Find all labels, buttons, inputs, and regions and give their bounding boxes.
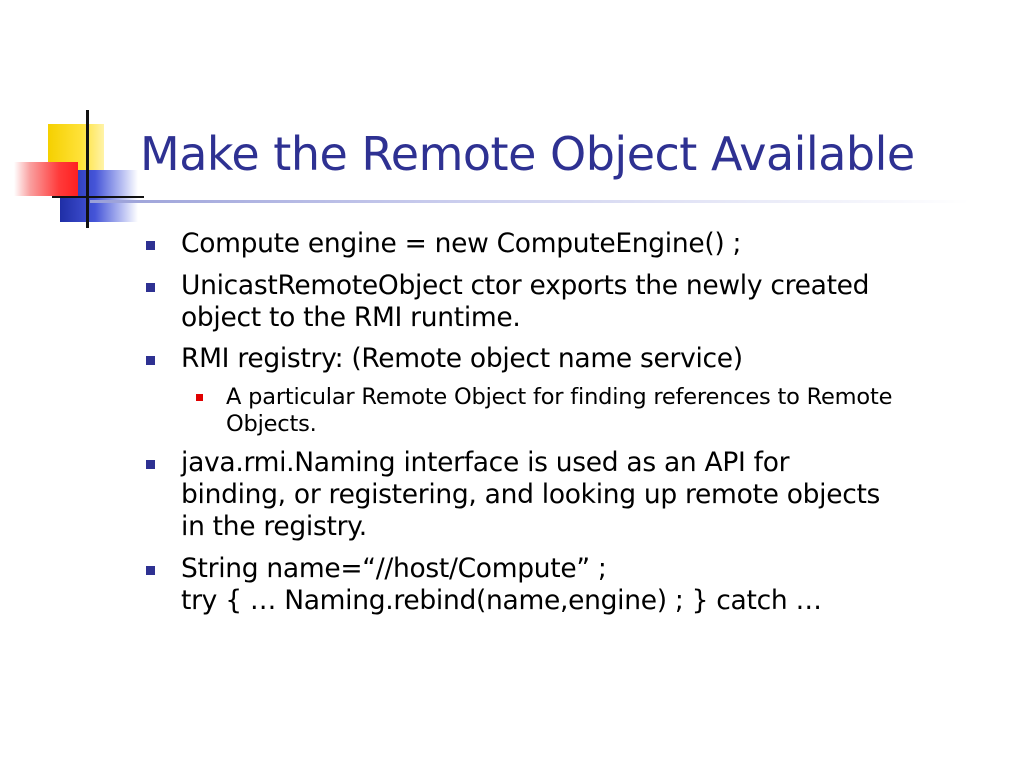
decorative-logo (0, 0, 150, 240)
title-underline (90, 200, 970, 203)
bullet-text: java.rmi.Naming interface is used as an … (181, 447, 881, 542)
bullet-marker (146, 241, 155, 250)
bullet-marker (146, 566, 155, 575)
sub-bullet-marker (196, 394, 203, 401)
slide-title: Make the Remote Object Available (140, 127, 915, 181)
bullet-text: RMI registry: (Remote object name servic… (181, 343, 743, 374)
bullet-marker (146, 356, 155, 365)
bullet-text: Compute engine = new ComputeEngine() ; (181, 228, 742, 259)
bullet-text: String name=“//host/Compute” ; try { … N… (181, 553, 822, 616)
logo-red-square (14, 162, 78, 196)
logo-vertical-line (86, 110, 89, 228)
bullet-marker (146, 460, 155, 469)
sub-bullet-text: A particular Remote Object for finding r… (226, 384, 893, 437)
bullet-text: UnicastRemoteObject ctor exports the new… (181, 270, 870, 333)
logo-horizontal-line (52, 196, 144, 198)
bullet-marker (146, 283, 155, 292)
